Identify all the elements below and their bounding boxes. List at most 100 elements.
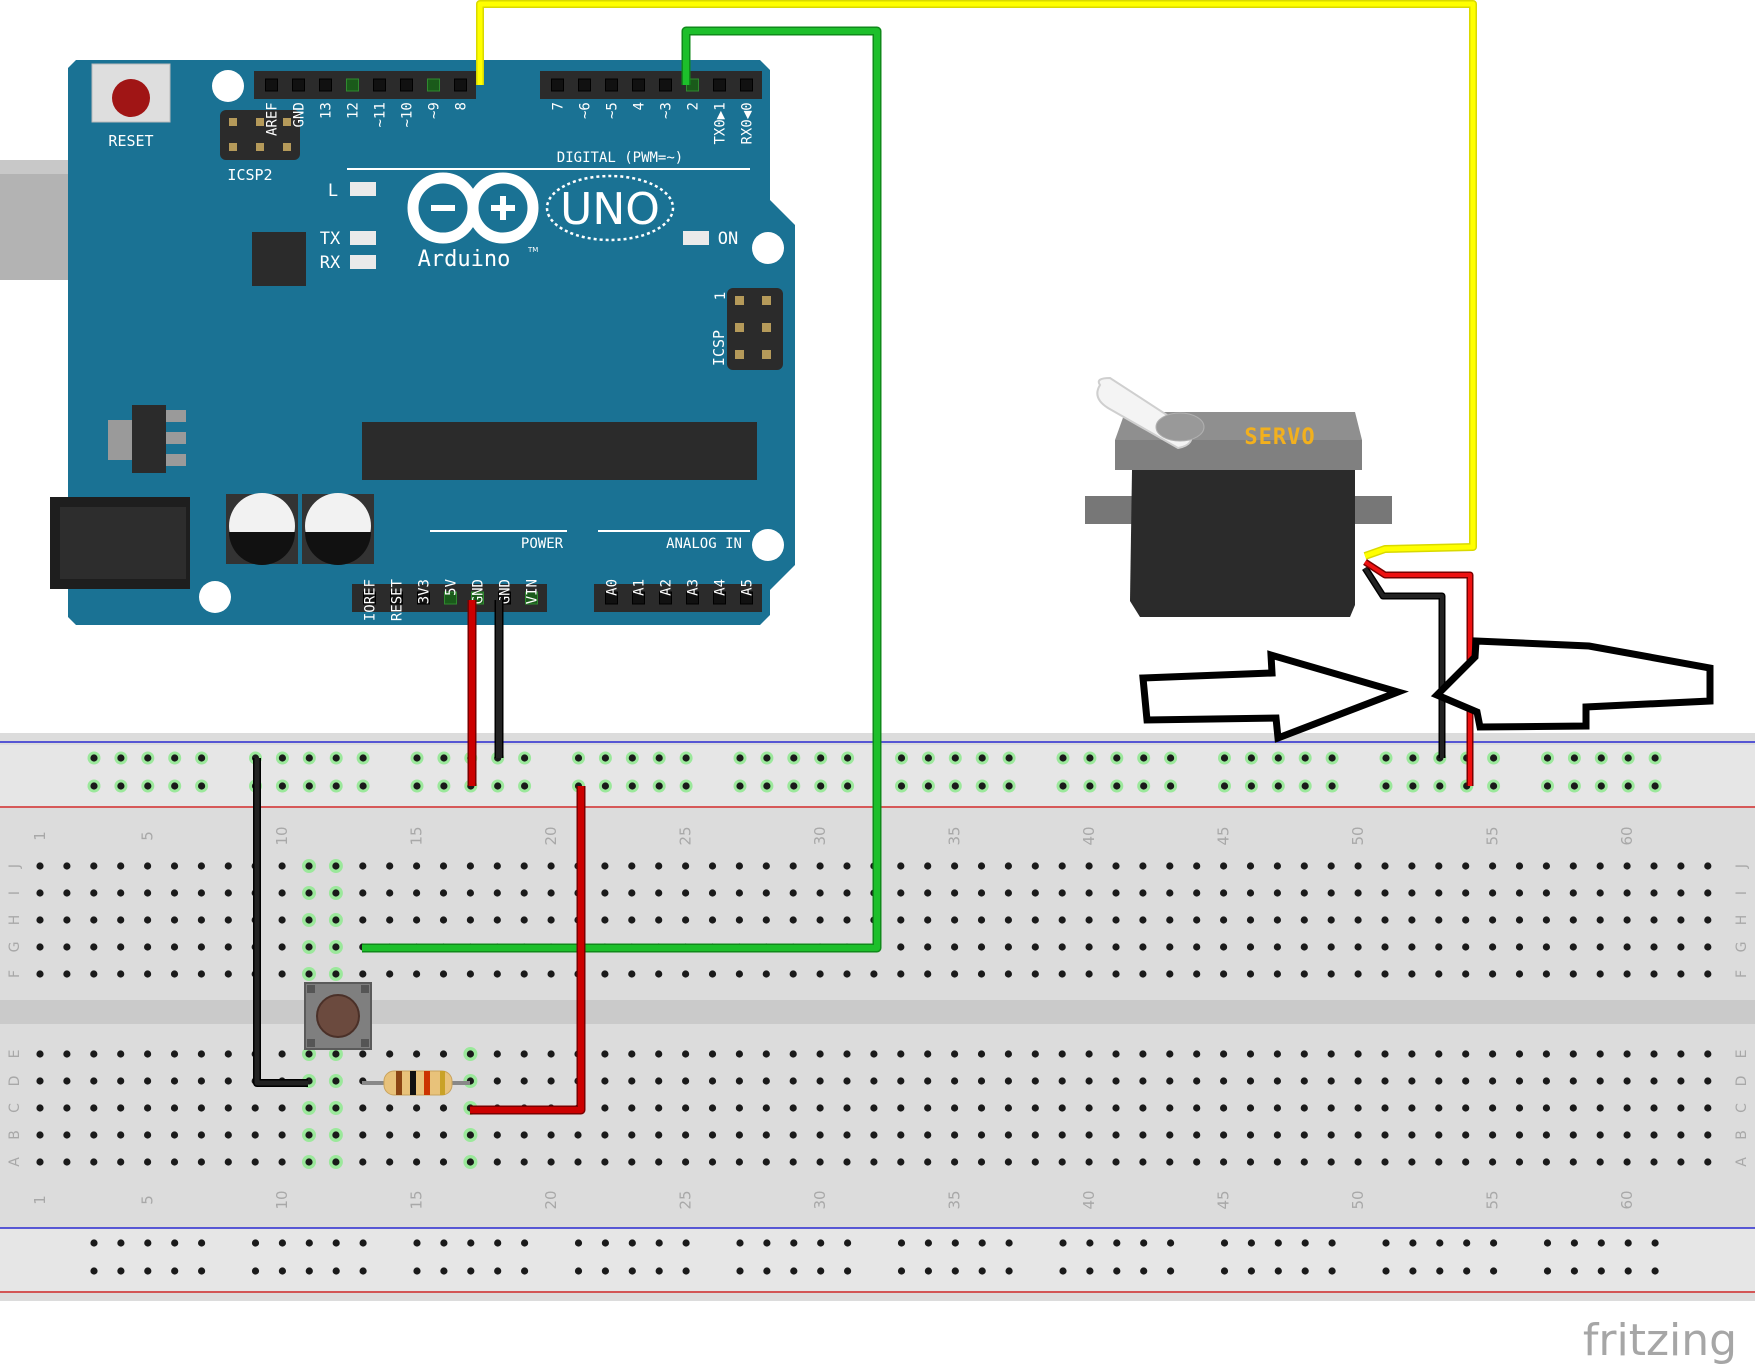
rail-hole (924, 1267, 933, 1275)
pin-label: ~10 (400, 102, 416, 127)
breadboard-hole (144, 970, 152, 978)
breadboard-hole (1166, 862, 1174, 870)
rail-hole (790, 754, 798, 762)
breadboard-hole (547, 916, 555, 924)
pin-label: 3V3 (417, 579, 433, 604)
breadboard-hole (1435, 889, 1443, 897)
rail-hole (844, 1267, 852, 1275)
capacitor (302, 493, 374, 565)
breadboard-hole (386, 889, 394, 897)
breadboard-hole (1435, 970, 1443, 978)
reset-button-cap[interactable] (112, 79, 150, 117)
breadboard-hole (170, 1131, 179, 1139)
column-number: 30 (811, 1190, 829, 1209)
breadboard-hole (1112, 1050, 1120, 1058)
breadboard-hole (1246, 1104, 1255, 1112)
breadboard-hole (117, 970, 125, 978)
breadboard-hole (1354, 1050, 1362, 1058)
rail-hole (1220, 782, 1229, 790)
led-rx-label: RX (320, 253, 341, 273)
breadboard-hole (1623, 1077, 1631, 1085)
board-pcb (68, 60, 795, 625)
breadboard-hole (897, 943, 905, 951)
rail-hole (1328, 782, 1336, 790)
rail-hole (440, 1239, 448, 1247)
breadboard-hole (816, 1104, 824, 1112)
rail-hole (144, 1267, 152, 1275)
breadboard-hole (1677, 916, 1685, 924)
breadboard-hole (1435, 862, 1443, 870)
breadboard-hole (1596, 862, 1604, 870)
breadboard-hole (1515, 943, 1524, 951)
breadboard-hole (493, 970, 501, 978)
push-button[interactable] (304, 982, 372, 1050)
breadboard-hole (1408, 916, 1416, 924)
breadboard-hole (708, 889, 717, 897)
breadboard-hole (1354, 1131, 1362, 1139)
breadboard-hole (628, 1131, 636, 1139)
breadboard-hole (843, 916, 851, 924)
breadboard-hole (682, 1050, 690, 1058)
breadboard-hole (1246, 916, 1255, 924)
column-number: 50 (1349, 826, 1367, 845)
breadboard-hole (708, 1104, 717, 1112)
breadboard-hole (170, 1158, 179, 1166)
rail-hole (1086, 754, 1094, 762)
rail-hole (1597, 782, 1605, 790)
breadboard-hole (1354, 970, 1362, 978)
rail-hole (817, 1239, 825, 1247)
breadboard-hole (63, 916, 71, 924)
breadboard-hole (1085, 1077, 1093, 1085)
breadboard-hole (144, 1104, 152, 1112)
breadboard-hole (1596, 943, 1604, 951)
breadboard-hole (1677, 1077, 1685, 1085)
push-button-cap[interactable] (316, 994, 360, 1038)
breadboard-hole (1246, 1077, 1255, 1085)
breadboard-hole (224, 916, 232, 924)
header-pin (454, 78, 467, 92)
breadboard-hole (1435, 1077, 1443, 1085)
breadboard-hole (628, 862, 636, 870)
breadboard-hole (1462, 1131, 1470, 1139)
breadboard-hole (1139, 970, 1147, 978)
rail-hole (413, 754, 421, 762)
rail-hole (171, 1239, 179, 1247)
breadboard-hole (897, 1104, 905, 1112)
pin-label: 7 (551, 102, 567, 110)
breadboard-hole (1166, 1158, 1174, 1166)
breadboard-hole (1058, 970, 1066, 978)
breadboard-hole (1569, 1104, 1577, 1112)
rail-hole (305, 1239, 313, 1247)
breadboard-hole (1220, 1077, 1228, 1085)
breadboard-hole (735, 862, 744, 870)
breadboard-hole (816, 970, 824, 978)
breadboard-hole (1031, 1158, 1039, 1166)
breadboard-hole (278, 1104, 286, 1112)
breadboard-hole (439, 1131, 448, 1139)
header-pin (686, 591, 699, 605)
rail-hole (978, 1239, 986, 1247)
breadboard-hole (1623, 862, 1631, 870)
breadboard-hole (197, 862, 205, 870)
rail-hole (1301, 1239, 1309, 1247)
breadboard-hole (1704, 1131, 1712, 1139)
header-pin (659, 78, 672, 92)
column-number: 40 (1080, 826, 1098, 845)
header-pin (740, 591, 753, 605)
breadboard-hole (816, 862, 824, 870)
rail-hole (359, 1239, 367, 1247)
breadboard-hole (144, 1158, 152, 1166)
breadboard-hole (1112, 1104, 1120, 1112)
breadboard-hole (1596, 889, 1604, 897)
breadboard-hole (413, 970, 421, 978)
rail-hole (924, 754, 933, 762)
breadboard-hole (601, 970, 609, 978)
breadboard-hole (1489, 916, 1497, 924)
breadboard-hole (897, 1158, 905, 1166)
breadboard-hole (655, 1104, 663, 1112)
row-letter: G (1734, 942, 1750, 953)
breadboard-hole (1515, 1050, 1524, 1058)
column-number: 60 (1618, 1190, 1636, 1209)
rail-hole (90, 754, 98, 762)
breadboard-hole (278, 943, 286, 951)
